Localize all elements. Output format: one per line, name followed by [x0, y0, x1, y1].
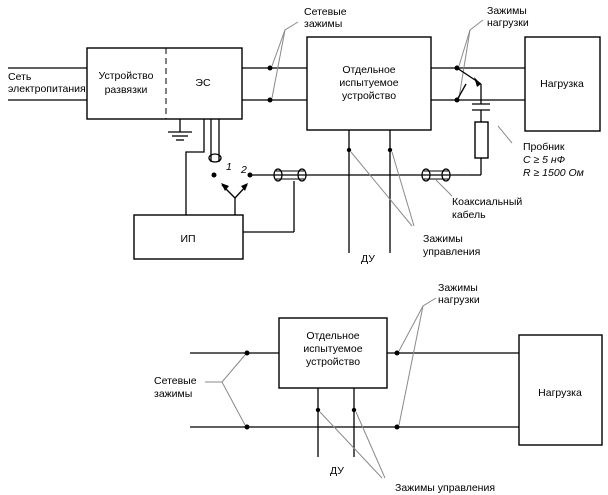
bottom-du-label: ДУ [330, 465, 344, 477]
load-terminals-leader-2 [458, 29, 471, 99]
switch-pos1-dot [211, 172, 217, 178]
bottom-load-terminals-label-line2: нагрузки [438, 294, 480, 306]
es-label: ЭС [195, 77, 211, 89]
bottom-load-terminals-leader-2 [398, 305, 424, 426]
probe-switch-arm-2 [456, 83, 467, 101]
control-terminals-leader-2 [391, 151, 415, 227]
eut-box [306, 36, 432, 131]
bottom-control-terminals-label: Зажимы управления [395, 482, 495, 494]
coax-end-right [421, 168, 431, 182]
bottom-mains-terminals-leader-2 [221, 381, 246, 426]
probe-label-line3: R ≥ 1500 Ом [523, 167, 584, 179]
switch-pos1-label: 1 [226, 161, 232, 173]
bottom-load-terminals-leader-1 [398, 297, 437, 352]
du-label: ДУ [361, 253, 375, 265]
eut-label-line3: устройство [342, 90, 396, 102]
mains-terminals-leader-2 [271, 29, 286, 99]
mains-terminals-label-line1: Сетевые [304, 6, 347, 18]
bottom-mains-terminals-label-line1: Сетевые [154, 375, 197, 387]
control-terminals-leader-1 [350, 151, 413, 227]
es-probe-connector [208, 153, 222, 163]
coax-end-left [273, 168, 283, 182]
bottom-eut-label-line3: устройство [306, 356, 360, 368]
coax-leader [435, 179, 453, 197]
bottom-eut-label-line1: Отдельное [306, 330, 359, 342]
coax-label-line1: Коаксиальный [452, 196, 522, 208]
bottom-eut-label-line2: испытуемое [303, 343, 362, 355]
load-box [524, 36, 601, 132]
bottom-mains-terminals-leader-1 [205, 354, 246, 383]
mains-terminal-dot-1 [267, 65, 273, 71]
eut-label-line1: Отдельное [342, 64, 395, 76]
mains-terminals-label-line2: зажимы [304, 18, 342, 30]
probe-switch-arrow [474, 77, 481, 87]
eut-label-line2: испытуемое [339, 77, 398, 89]
ip-box [133, 214, 244, 260]
mains-label-line1: Сеть [8, 71, 32, 83]
bottom-mains-terminals-label-line2: зажимы [154, 388, 192, 400]
isolation-label-line2: развязки [105, 84, 148, 96]
coax-label-line2: кабель [452, 209, 486, 221]
ip-label: ИП [180, 233, 195, 245]
mains-terminal-dot-2 [267, 97, 273, 103]
switch-pos2-dot [247, 172, 253, 178]
load-terminals-label-line2: нагрузки [487, 17, 529, 29]
probe-label-line1: Пробник [523, 141, 565, 153]
probe-resistor [474, 121, 489, 159]
es-ip-wire [185, 119, 205, 215]
isolation-device-box [86, 47, 243, 120]
probe-label-line2: C ≥ 5 нФ [523, 154, 565, 166]
bottom-load-terminals-label-line1: Зажимы [438, 282, 478, 294]
mains-label-line2: электропитания [8, 83, 86, 95]
load-terminals-label-line1: Зажимы [487, 5, 527, 17]
bottom-control-terminals-leader-2 [355, 411, 386, 479]
isolation-label-line1: Устройство [99, 70, 154, 82]
load-terminals-leader-1 [458, 19, 484, 67]
control-terminals-label-line2: управления [423, 246, 480, 258]
probe-leader [497, 125, 513, 144]
mains-terminals-leader-1 [271, 21, 299, 67]
bottom-control-terminals-leader-1 [319, 411, 383, 479]
control-terminals-label-line1: Зажимы [423, 233, 463, 245]
bottom-load-label: Нагрузка [538, 387, 582, 399]
load-label: Нагрузка [540, 78, 584, 90]
switch-pos2-label: 2 [240, 164, 247, 176]
bottom-load-box [518, 334, 603, 446]
